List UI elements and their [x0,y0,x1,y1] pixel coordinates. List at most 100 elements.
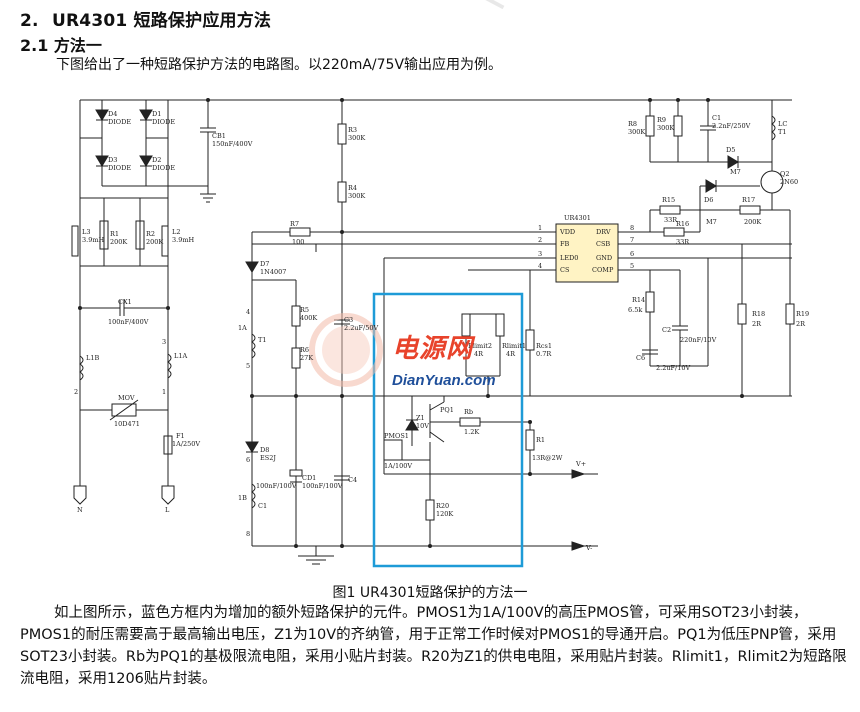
label-d7: D7 [260,260,269,268]
label-r18-value: 2R [752,320,762,328]
label-pin8: 8 [246,530,250,538]
label-vminus: V- [585,544,592,552]
label-pin1: 1 [162,388,166,396]
ic-pin-drv: DRV [596,228,611,236]
label-1b: 1B [238,494,247,502]
label-vplus: V+ [575,460,586,468]
label-d6: D6 [704,196,713,204]
label-r16: R16 [676,220,689,228]
label-d2-value: DIODE [152,164,175,172]
label-mov: MOV [118,394,135,402]
label-r1-value: 200K [110,238,127,246]
label-l: L [165,506,170,514]
protection-highlight-box [372,292,524,568]
ic-pinnum-6: 6 [630,250,634,258]
label-d2: D2 [152,156,161,164]
label-rcs1-value: 0.7R [536,350,552,358]
ic-pinnum-1: 1 [538,224,542,232]
label-c6-value: 2.2uF/10V [656,364,690,372]
label-lc: LC [778,120,787,128]
label-cb1: CB1 [212,132,226,140]
label-r5: R5 [300,306,309,314]
label-r6: R6 [300,346,309,354]
figure-caption: 图1 UR4301短路保护的方法一 [332,585,528,601]
label-l3-value: 3.9mH [82,236,105,244]
subsection-heading: 2.1 方法一 [20,36,102,55]
label-r4: R4 [348,184,357,192]
label-d3-value: DIODE [108,164,131,172]
label-d8-value: ES2J [260,454,276,462]
label-z1-value: 10V [416,422,429,430]
label-pin3: 3 [162,338,166,346]
label-r17-value: 200K [744,218,761,226]
label-t1: T1 [258,336,266,344]
label-l3: L3 [82,228,90,236]
label-r2: R2 [146,230,155,238]
label-r7-value: 100 [292,238,304,246]
body-paragraph-text: 如上图所示，蓝色方框内为增加的额外短路保护的元件。PMOS1为1A/100V的高… [20,605,847,687]
label-ic: UR4301 [564,214,591,222]
body-paragraph: 如上图所示，蓝色方框内为增加的额外短路保护的元件。PMOS1为1A/100V的高… [20,602,850,690]
label-r7: R7 [290,220,299,228]
label-f1: F1 [176,432,185,440]
label-r9-value: 300K [657,124,674,132]
label-cd1-value: 100nF/100V [302,482,343,490]
label-pmos1: PMOS1 [384,432,409,440]
label-r19: R19 [796,310,809,318]
label-l2-value: 3.9mH [172,236,195,244]
label-r9: R9 [657,116,666,124]
watermark: Internal [470,0,572,17]
ic-pin-csb: CSB [596,240,610,248]
label-d4-value: DIODE [108,118,131,126]
ic-pinnum-8: 8 [630,224,634,232]
label-cx1-value: 100nF/400V [108,318,149,326]
section-number: 2. [20,11,39,31]
label-c1: C1 [712,114,721,122]
label-r20-value: 120K [436,510,453,518]
circuit-schematic: D4 DIODE D1 DIODE D3 DIODE D2 DIODE CB1 … [71,98,809,568]
label-cb1-value: 150nF/400V [212,140,253,148]
ic-pin-cs: CS [560,266,569,274]
label-r19-value: 2R [796,320,806,328]
label-c2-value: 220nF/10V [680,336,717,344]
label-c4: C4 [348,476,357,484]
label-pq1: PQ1 [440,406,454,414]
ic-pinnum-5: 5 [630,262,634,270]
label-pin4: 4 [246,308,250,316]
label-l2: L2 [172,228,180,236]
label-rlimit2: Rlimit2 [468,342,492,350]
section-heading: 2.UR4301 短路保护应用方法 [20,6,271,31]
label-d5-value: M7 [730,168,741,176]
label-cd1: CD1 [302,474,316,482]
label-mov-value: 10D471 [114,420,140,428]
label-r15: R15 [662,196,675,204]
label-r16-value: 33R [676,238,690,246]
label-c3-value: 2.2uF/50V [344,324,378,332]
label-rlimit1: Rlimit1 [502,342,526,350]
ic-pinnum-3: 3 [538,250,542,258]
label-c6: C6 [636,354,645,362]
label-r3-value: 300K [348,134,365,142]
label-l1b: L1B [86,354,99,362]
label-r14: R14 [632,296,645,304]
label-q2-value: 2N60 [780,178,798,186]
label-c1-value: 2.2nF/250V [712,122,751,130]
label-r8: R8 [628,120,637,128]
label-c3: C3 [344,316,353,324]
label-r8-value: 300K [628,128,645,136]
label-r6-value: 27K [300,354,313,362]
label-r4-value: 300K [348,192,365,200]
ic-pin-gnd: GND [596,254,612,262]
label-r20: R20 [436,502,449,510]
label-r3: R3 [348,126,357,134]
label-rb-value: 1.2K [464,428,479,436]
label-pin6: 6 [246,456,250,464]
label-l1a: L1A [174,352,187,360]
ic-pinnum-2: 2 [538,236,542,244]
label-d5: D5 [726,146,735,154]
label-r15-value: 33R [664,216,678,224]
label-f1-value: 1A/250V [172,440,200,448]
label-rcs1: Rcs1 [536,342,552,350]
label-d4: D4 [108,110,117,118]
intro-text: 下图给出了一种短路保护方法的电路图。以220mA/75V输出应用为例。 [56,57,503,73]
